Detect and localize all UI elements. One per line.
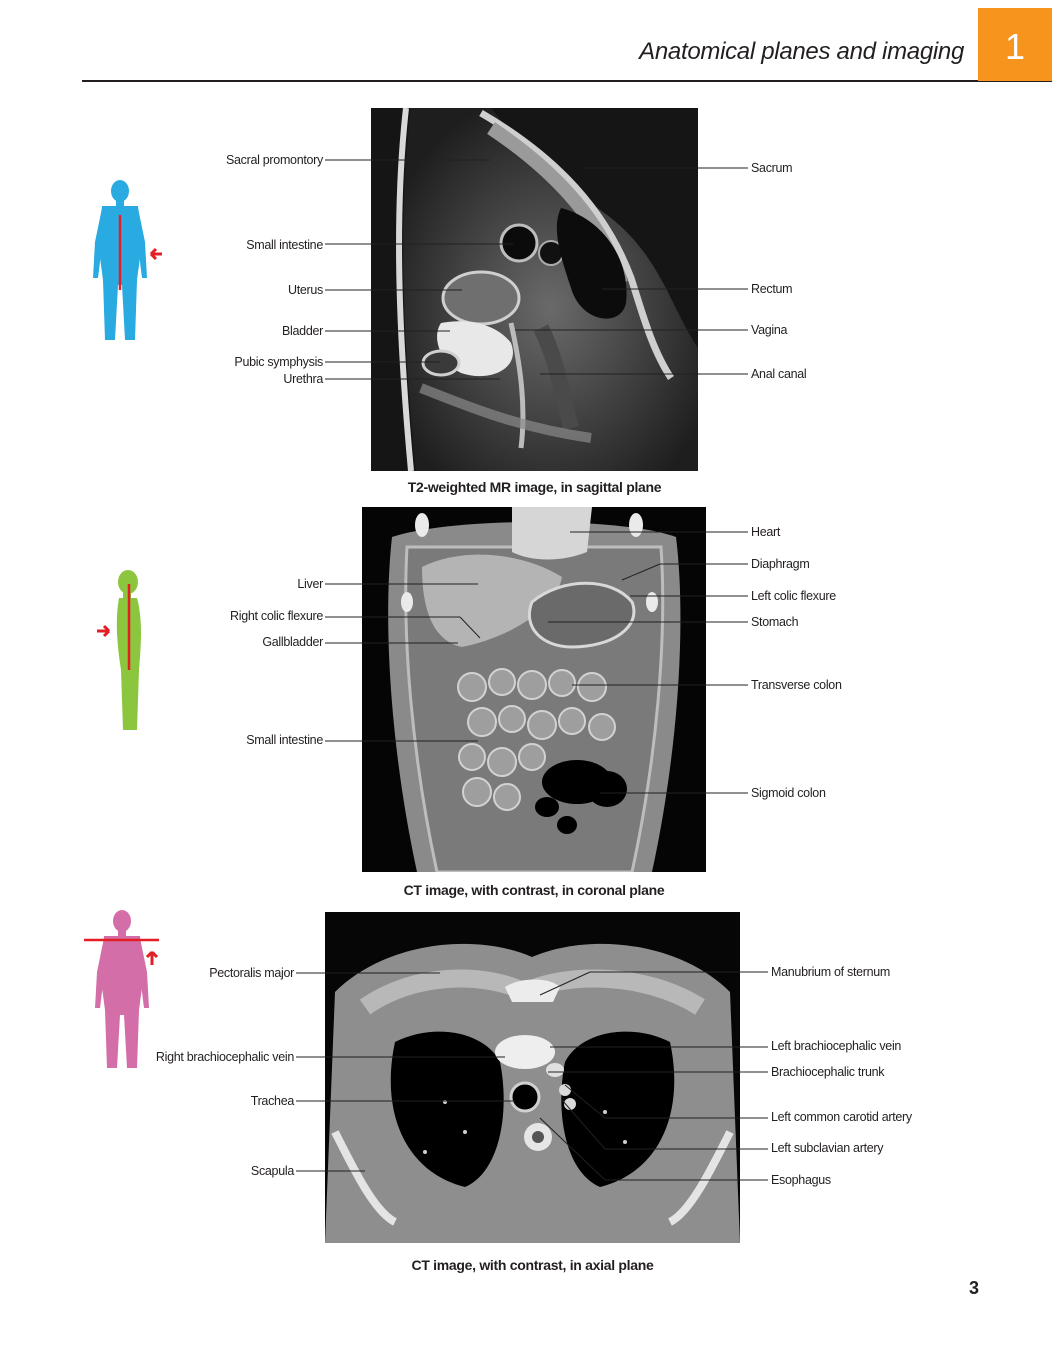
label-small-intestine-coronal: Small intestine (246, 733, 323, 747)
label-right-brachiocephalic-vein: Right brachiocephalic vein (155, 1050, 294, 1064)
label-esophagus: Esophagus (771, 1173, 831, 1187)
axial-orientation-figure (84, 910, 159, 1068)
label-sacral-promontory: Sacral promontory (225, 153, 323, 167)
label-diaphragm: Diaphragm (751, 557, 810, 571)
label-small-intestine-sagittal: Small intestine (246, 238, 323, 252)
label-vagina: Vagina (751, 323, 788, 337)
label-anal-canal: Anal canal (751, 367, 807, 381)
label-sigmoid-colon: Sigmoid colon (751, 786, 826, 800)
coronal-ct-image (362, 507, 706, 872)
label-left-colic-flexure: Left colic flexure (751, 589, 836, 603)
label-transverse-colon: Transverse colon (751, 678, 842, 692)
label-liver: Liver (297, 577, 323, 591)
axial-ct-image (325, 912, 740, 1243)
label-brachiocephalic-trunk: Brachiocephalic trunk (771, 1065, 885, 1079)
axial-caption: CT image, with contrast, in axial plane (411, 1257, 654, 1273)
label-heart: Heart (751, 525, 781, 539)
header-rule (82, 80, 1052, 82)
sagittal-mri-image (371, 108, 698, 471)
label-sacrum: Sacrum (751, 161, 793, 175)
coronal-caption: CT image, with contrast, in coronal plan… (403, 882, 665, 898)
label-uterus: Uterus (287, 283, 323, 297)
sagittal-caption: T2-weighted MR image, in sagittal plane (407, 479, 662, 495)
page-header-title: Anatomical planes and imaging (639, 38, 964, 65)
label-trachea: Trachea (250, 1094, 295, 1108)
coronal-orientation-figure (97, 570, 141, 730)
label-scapula: Scapula (250, 1164, 294, 1178)
label-bladder: Bladder (282, 324, 323, 338)
label-manubrium-of-sternum: Manubrium of sternum (771, 965, 891, 979)
label-left-subclavian-artery: Left subclavian artery (771, 1141, 884, 1155)
page-number: 3 (968, 1278, 979, 1298)
label-urethra: Urethra (283, 372, 323, 386)
chapter-tab: 1 (978, 8, 1052, 81)
label-rectum: Rectum (751, 282, 793, 296)
label-gallbladder: Gallbladder (262, 635, 323, 649)
label-pectoralis-major: Pectoralis major (209, 966, 294, 980)
label-pubic-symphysis: Pubic symphysis (234, 355, 323, 369)
sagittal-orientation-figure (93, 180, 162, 340)
label-stomach: Stomach (751, 615, 799, 629)
label-left-common-carotid-artery: Left common carotid artery (771, 1110, 912, 1124)
label-right-colic-flexure: Right colic flexure (230, 609, 323, 623)
label-left-brachiocephalic-vein: Left brachiocephalic vein (771, 1039, 902, 1053)
